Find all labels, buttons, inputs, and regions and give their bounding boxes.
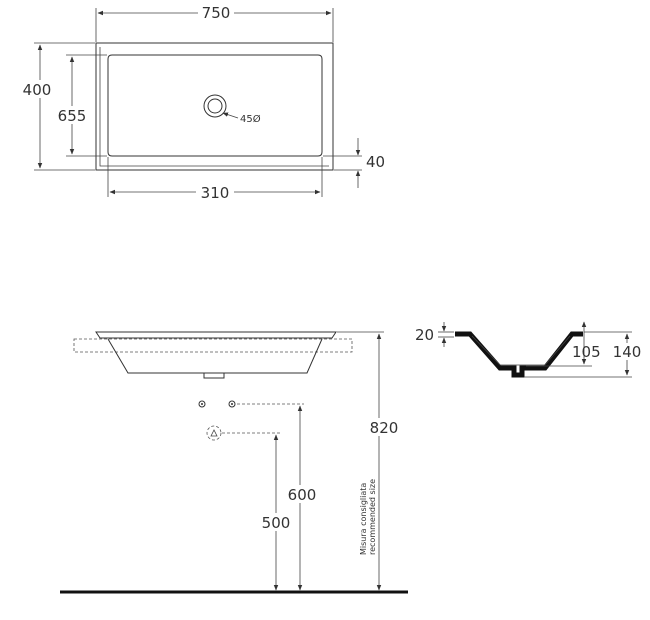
section-view: 20 105 140 [415, 321, 644, 378]
section-20-label: 20 [415, 326, 434, 344]
section-profile [455, 331, 583, 378]
waste-outlet [206, 425, 280, 441]
recommended-size-note-en: recommended size [368, 479, 377, 555]
supply-fitting-left-icon [198, 400, 206, 408]
inner-depth-dimension-label: 655 [58, 107, 87, 125]
section-140-label: 140 [613, 343, 642, 361]
recommended-size-note: Misura consigliata recommended size [359, 479, 377, 555]
section-105-label: 105 [572, 343, 601, 361]
section-inner-surface [471, 335, 571, 366]
side-view: 500 600 820 Misura consigliata recommend… [60, 331, 408, 594]
inner-width-dimension-label: 310 [201, 184, 230, 202]
depth-dimension-label: 400 [23, 81, 52, 99]
top-view: 45Ø 750 400 655 40 310 [20, 3, 385, 202]
basin-side-body [107, 338, 323, 374]
drain-stub [203, 372, 225, 379]
drain-leader-arrow [222, 112, 239, 119]
waste-outlet-icon [206, 425, 222, 441]
supply-fitting-right-icon [228, 400, 236, 408]
drain-inner-circle [207, 98, 223, 114]
width-dimension-label: 750 [202, 4, 231, 22]
basin-rim-detail [99, 47, 329, 167]
height-500-label: 500 [262, 514, 291, 532]
recommended-size-note-it: Misura consigliata [359, 483, 368, 555]
supply-fittings [198, 400, 304, 408]
basin-inner-outline [107, 54, 323, 157]
rim-dimension-label: 40 [366, 153, 385, 171]
height-600-label: 600 [288, 486, 317, 504]
drain-diameter-label: 45Ø [240, 113, 261, 125]
basin-side-rim [95, 331, 337, 339]
basin-outer-outline [95, 42, 334, 171]
drain-outer-circle [203, 94, 227, 118]
height-820-label: 820 [370, 419, 399, 437]
countertop-dashed-outline [73, 338, 353, 353]
